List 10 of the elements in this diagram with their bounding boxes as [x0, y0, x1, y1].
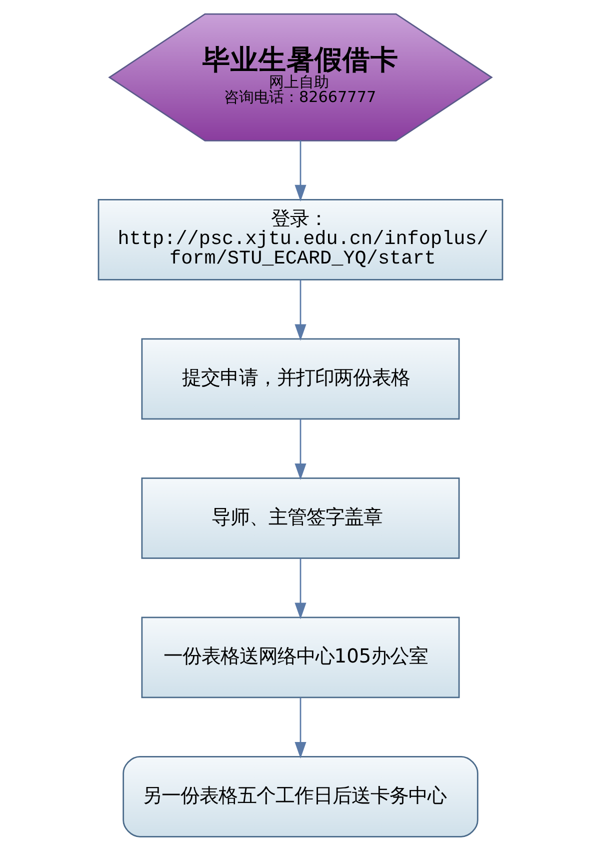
- arrow: [294, 140, 306, 202]
- arrow: [294, 419, 306, 480]
- arrow: [294, 698, 306, 759]
- arrow: [294, 558, 306, 620]
- node-box: 提交申请，并打印两份表格: [140, 338, 460, 420]
- node-box: 登录： http://psc.xjtu.edu.cn/infoplus/form/STU_ECARD_YQ/start: [97, 199, 503, 280]
- arrow: [294, 280, 306, 341]
- node-box: 一份表格送网络中心105办公室: [140, 616, 460, 698]
- node-box: 导师、主管签字盖章: [140, 478, 460, 559]
- node-box: 另一份表格五个工作日后送卡务中心: [122, 756, 478, 838]
